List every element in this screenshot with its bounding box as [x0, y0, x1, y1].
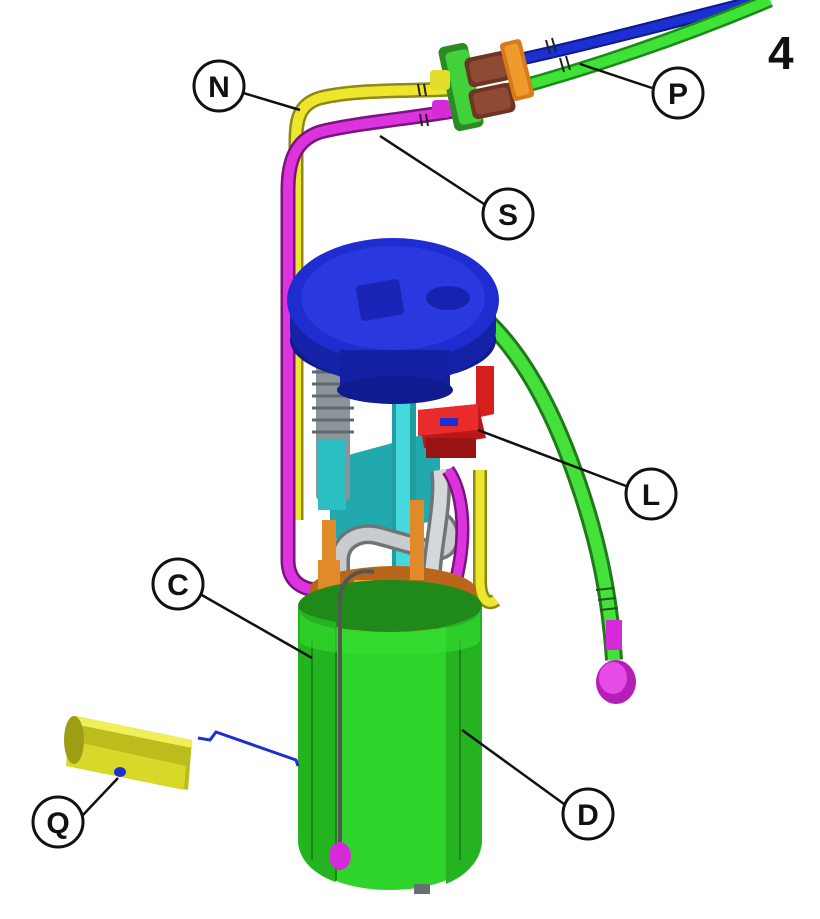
float-ball: [329, 842, 351, 870]
quick-connectors: [430, 39, 535, 132]
leader-lines: [81, 62, 653, 817]
callout-c: C: [151, 557, 205, 611]
figure-number: 4: [768, 27, 794, 79]
callout-d: D: [561, 787, 615, 841]
float-arm: [338, 569, 375, 870]
leader-s: [379, 134, 485, 206]
svg-text:P: P: [668, 78, 688, 111]
svg-text:C: C: [167, 569, 189, 602]
leader-n: [239, 90, 301, 112]
pump-body-green: [298, 580, 482, 894]
callout-n: N: [192, 59, 246, 113]
svg-text:S: S: [498, 199, 518, 232]
svg-text:Q: Q: [46, 807, 69, 840]
svg-text:N: N: [208, 71, 230, 104]
leader-c: [199, 592, 313, 660]
regulator-l: [418, 366, 494, 458]
callout-q: Q: [31, 795, 85, 849]
leader-l: [477, 428, 627, 488]
callout-s: S: [481, 187, 535, 241]
top-flange: [287, 238, 499, 404]
svg-text:L: L: [642, 479, 660, 512]
pump-column: [312, 360, 501, 611]
callout-p: P: [651, 66, 705, 120]
leader-q: [81, 777, 119, 817]
svg-text:D: D: [577, 799, 599, 832]
sensor-q: [64, 716, 300, 790]
leader-d: [461, 728, 565, 806]
callout-l: L: [624, 467, 678, 521]
leader-p: [579, 62, 653, 90]
